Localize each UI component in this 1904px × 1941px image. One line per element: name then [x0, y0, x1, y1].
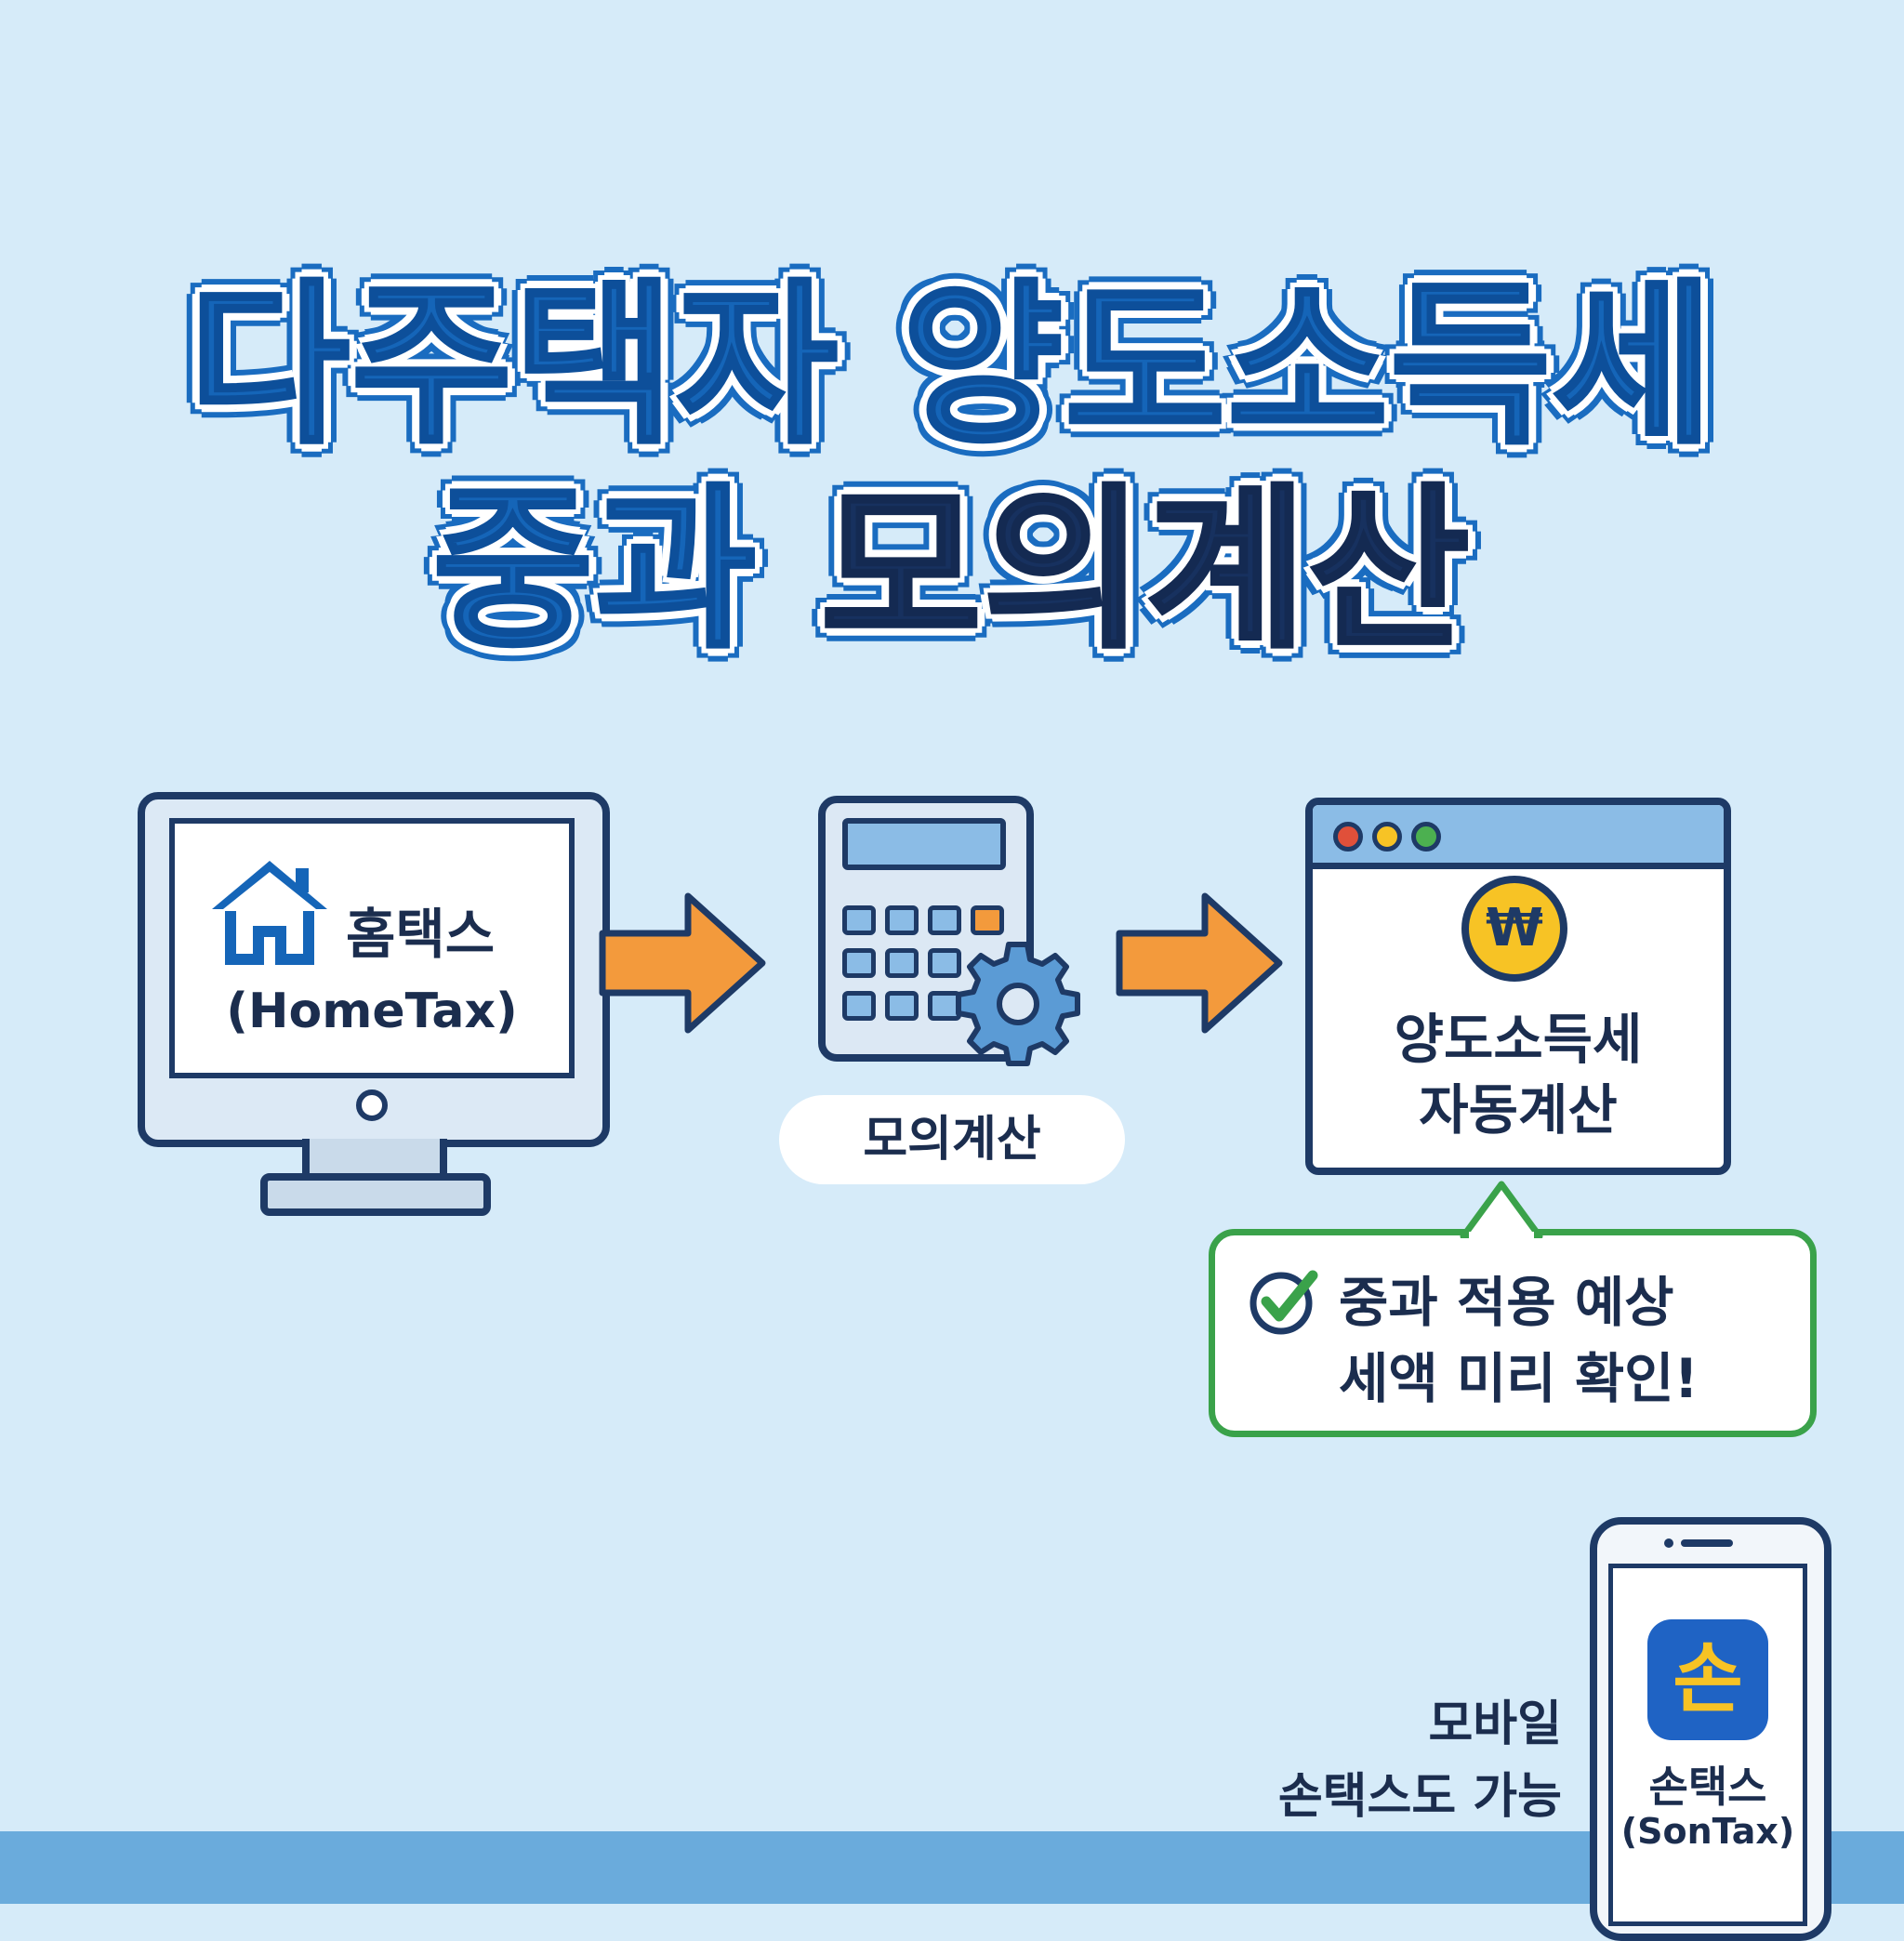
window-dot-green — [1411, 822, 1441, 852]
browser-title-bar — [1313, 805, 1724, 869]
speech-bubble-tail — [1460, 1181, 1543, 1238]
title-text-1: 다주택자 양도소득세 — [187, 264, 1716, 468]
hometax-label: 홈택스 — [346, 903, 496, 966]
calculator-key — [885, 905, 919, 935]
gear-icon — [956, 942, 1080, 1066]
sontax-app-icon[interactable]: 손 — [1647, 1619, 1768, 1740]
mobile-text: 모바일 손택스도 가능 — [1153, 1688, 1562, 1833]
browser-window-icon — [1305, 798, 1731, 1175]
calculator-key — [842, 948, 876, 978]
auto-calc-text: 양도소득세 자동계산 — [1313, 1004, 1724, 1145]
phone-screen — [1608, 1564, 1807, 1926]
monitor-base — [260, 1173, 491, 1216]
mobile-line-1: 모바일 — [1428, 1697, 1562, 1752]
calculator-key — [885, 991, 919, 1021]
title-line-1: 다주택자 양도소득세 — [0, 277, 1904, 456]
sontax-label: 손택스 — [1648, 1762, 1767, 1812]
arrow-right-icon — [1116, 892, 1283, 1034]
hometax-label-en: (HomeTax) — [226, 984, 518, 1039]
bubble-text: 중과 적용 예상 세액 미리 확인! — [1339, 1264, 1785, 1417]
monitor-screen — [169, 818, 575, 1078]
calculator-key — [928, 948, 961, 978]
calculator-key — [842, 905, 876, 935]
calculator-key — [971, 905, 1004, 935]
calculator-key — [842, 991, 876, 1021]
calculator-display — [842, 818, 1006, 870]
monitor-power-dot — [356, 1089, 388, 1121]
auto-calc-line-1: 양도소득세 — [1394, 1008, 1643, 1071]
house-icon — [212, 861, 327, 965]
monitor-stand — [302, 1139, 447, 1174]
sontax-label-en: (SonTax) — [1620, 1811, 1795, 1852]
mock-calc-label: 모의계산 — [779, 1095, 1125, 1184]
title-line-2: 중과 모의계산 — [0, 482, 1904, 660]
mobile-line-2: 손택스도 가능 — [1277, 1769, 1562, 1825]
auto-calc-line-2: 자동계산 — [1419, 1078, 1618, 1142]
check-icon — [1250, 1270, 1318, 1335]
title-text-blue: 중과 — [430, 469, 759, 672]
bubble-line-1: 중과 적용 예상 — [1339, 1271, 1674, 1334]
window-dot-yellow — [1372, 822, 1402, 852]
calculator-key — [928, 905, 961, 935]
bottom-band — [0, 1831, 1904, 1904]
won-coin-icon: ₩ — [1461, 876, 1567, 982]
phone-speaker — [1681, 1539, 1733, 1547]
arrow-right-icon — [599, 892, 766, 1034]
calculator-key — [885, 948, 919, 978]
phone-camera — [1664, 1538, 1673, 1548]
title-text-dark: 모의계산 — [819, 469, 1472, 672]
bubble-line-2: 세액 미리 확인! — [1339, 1347, 1699, 1410]
window-dot-red — [1333, 822, 1363, 852]
